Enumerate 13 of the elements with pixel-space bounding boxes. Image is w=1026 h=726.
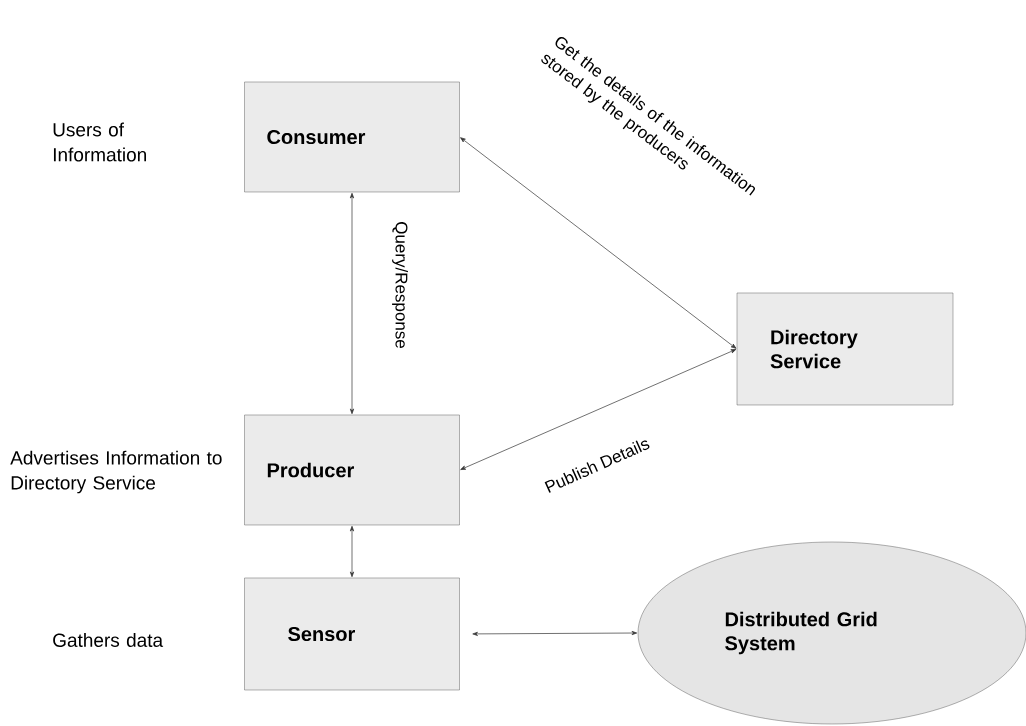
process-box: Sensor	[244, 577, 460, 691]
arrow	[472, 630, 638, 636]
arrow	[460, 137, 737, 349]
process-box: Consumer	[244, 81, 460, 193]
arrow	[349, 525, 355, 578]
process-box: Producer	[244, 414, 460, 526]
side-label: Advertises Information to Directory Service	[10, 450, 222, 494]
side-label: Users of Information	[53, 122, 146, 162]
process-box: Directory Service	[736, 292, 954, 406]
arrow	[460, 349, 737, 470]
side-label: Gathers data	[53, 633, 164, 647]
arrow	[349, 192, 355, 415]
edge-label: Query/Response	[392, 222, 408, 348]
